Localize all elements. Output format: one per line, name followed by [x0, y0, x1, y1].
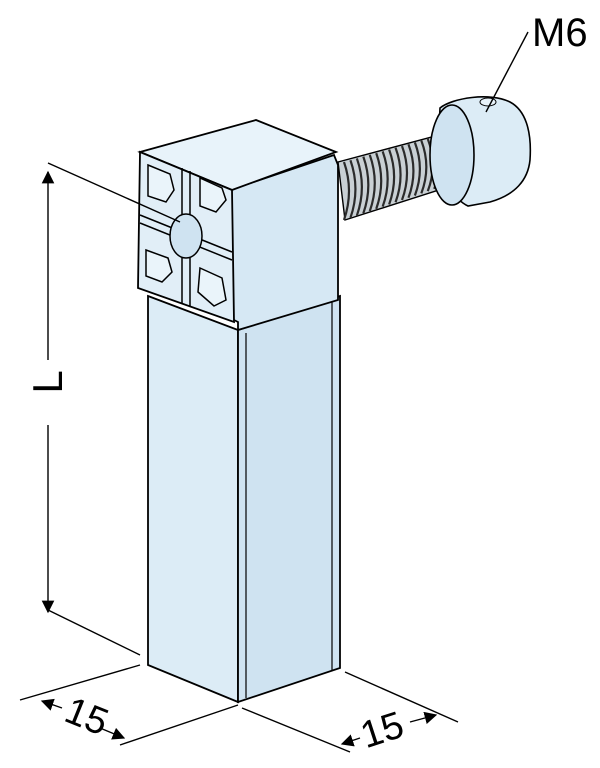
- block-right-face: [237, 294, 341, 704]
- thread-crest: [368, 154, 376, 212]
- thread-crest: [342, 161, 351, 221]
- thread-crest: [394, 147, 402, 203]
- screw-head: [429, 96, 532, 207]
- thread-crest: [400, 145, 409, 201]
- length-dimension: L: [24, 162, 181, 656]
- block-front-face: [147, 294, 239, 704]
- depth-label: 15: [356, 704, 409, 757]
- thread-crest: [349, 159, 357, 219]
- width-label: 15: [59, 689, 114, 744]
- thread-crest: [407, 143, 415, 199]
- thread-crest: [388, 149, 396, 205]
- thread-crest: [381, 150, 389, 208]
- connector-block: [137, 119, 341, 704]
- profile-slot-pattern: [139, 163, 233, 307]
- thread-callout: M6: [485, 11, 588, 113]
- thread-crest: [420, 140, 428, 194]
- thread-crest: [355, 158, 363, 216]
- thread-crest: [362, 156, 370, 214]
- thread-callout-label: M6: [532, 11, 588, 55]
- thread-crest: [413, 142, 421, 196]
- m6-screw: [337, 96, 532, 221]
- thread-crest: [375, 152, 383, 210]
- length-label: L: [24, 370, 71, 393]
